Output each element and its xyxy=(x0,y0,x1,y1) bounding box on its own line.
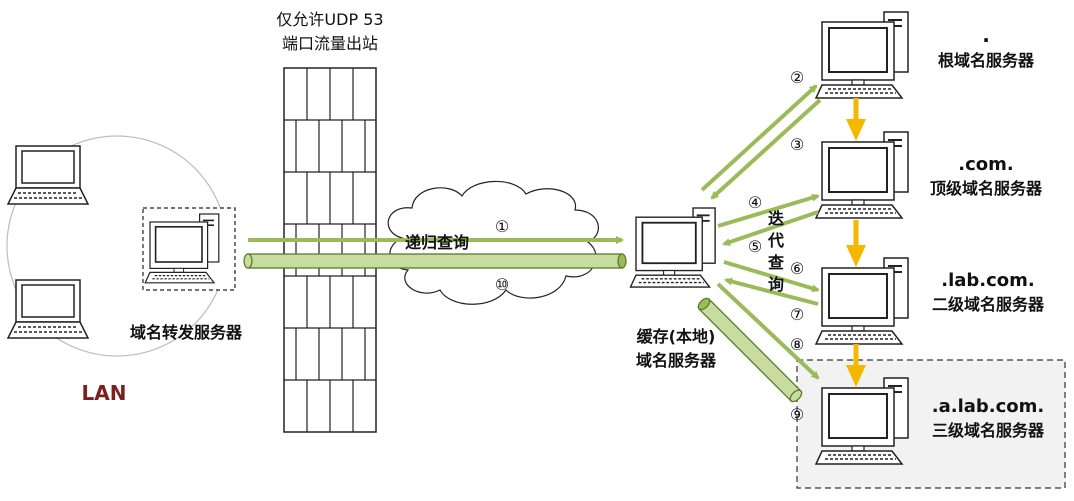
root-server-name: . xyxy=(982,23,990,47)
step-9: ⑨ xyxy=(790,405,804,424)
root-server-desc: 根域名服务器 xyxy=(938,51,1035,70)
second-level-server-name: .lab.com. xyxy=(941,270,1035,291)
step-10: ⑩ xyxy=(495,275,509,294)
local-dns-label-line1: 缓存(本地) xyxy=(636,327,716,346)
step-4: ④ xyxy=(748,193,762,212)
third-level-response-tube xyxy=(697,297,803,403)
firewall-rule-line1: 仅允许UDP 53 xyxy=(276,10,383,29)
second-level-server-desc: 二级域名服务器 xyxy=(932,295,1045,314)
step-2: ② xyxy=(790,68,804,87)
firewall-icon xyxy=(283,67,377,433)
iterative-label-char: 询 xyxy=(768,275,784,294)
iterative-label-char: 代 xyxy=(767,231,784,250)
tld-server-desc: 顶级域名服务器 xyxy=(930,179,1043,198)
step-6: ⑥ xyxy=(790,259,804,278)
recursive-query-label: 递归查询 xyxy=(405,233,469,252)
lan-label: LAN xyxy=(82,381,127,405)
lan-laptop-icon xyxy=(7,145,89,205)
tld-server-name: .com. xyxy=(958,154,1013,175)
iterative-label-char: 查 xyxy=(768,253,784,272)
forwarder-server-icon xyxy=(142,207,236,291)
forwarder-label: 域名转发服务器 xyxy=(130,323,243,342)
tld-server-icon xyxy=(815,131,909,219)
step-8: ⑧ xyxy=(790,335,804,354)
recursive-response-tube xyxy=(243,253,627,269)
third-level-server-desc: 三级域名服务器 xyxy=(932,421,1045,440)
lan-laptop-icon xyxy=(7,279,89,339)
second-level-server-icon xyxy=(815,257,909,345)
local-dns-label-line2: 域名服务器 xyxy=(636,351,717,370)
iterative-label-char: 迭 xyxy=(768,209,784,228)
iterative-arrows xyxy=(700,84,822,380)
local-dns-server-icon xyxy=(629,207,717,289)
third-level-server-name: .a.lab.com. xyxy=(932,396,1045,417)
firewall-rule-line2: 端口流量出站 xyxy=(282,34,378,53)
step-5: ⑤ xyxy=(748,237,762,256)
step-3: ③ xyxy=(790,135,804,154)
step-7: ⑦ xyxy=(790,305,804,324)
step-1: ① xyxy=(495,217,509,236)
root-server-icon xyxy=(815,11,909,99)
